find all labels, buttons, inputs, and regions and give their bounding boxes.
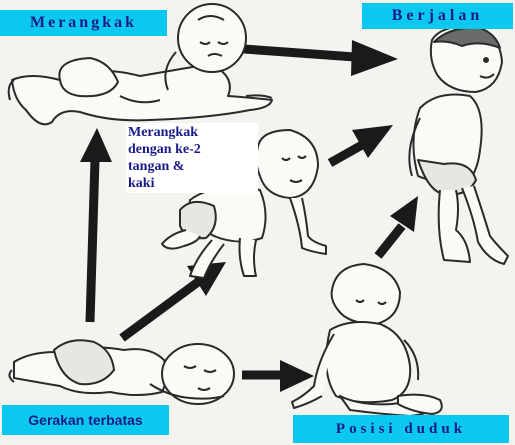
arrow-limited-to-sit xyxy=(242,360,314,392)
arrow-sit-to-walk xyxy=(378,196,418,256)
arrow-crawl-to-walk xyxy=(244,40,398,76)
lying-baby xyxy=(9,340,234,404)
label-crawling: Merangkak xyxy=(0,10,167,36)
walking-toddler xyxy=(409,26,508,264)
arrow-handsknees-to-walk xyxy=(330,125,393,163)
label-walking: Berjalan xyxy=(362,3,513,29)
caption-crawl-hands-knees: Merangkak dengan ke-2 tangan & kaki xyxy=(126,123,258,193)
label-sitting-position: Posisi duduk xyxy=(293,415,509,443)
sitting-baby xyxy=(292,264,442,416)
arrow-limited-to-handsknees xyxy=(122,262,226,338)
arrow-limited-to-crawl xyxy=(80,128,112,322)
label-limited-movement: Gerakan terbatas xyxy=(2,405,169,435)
